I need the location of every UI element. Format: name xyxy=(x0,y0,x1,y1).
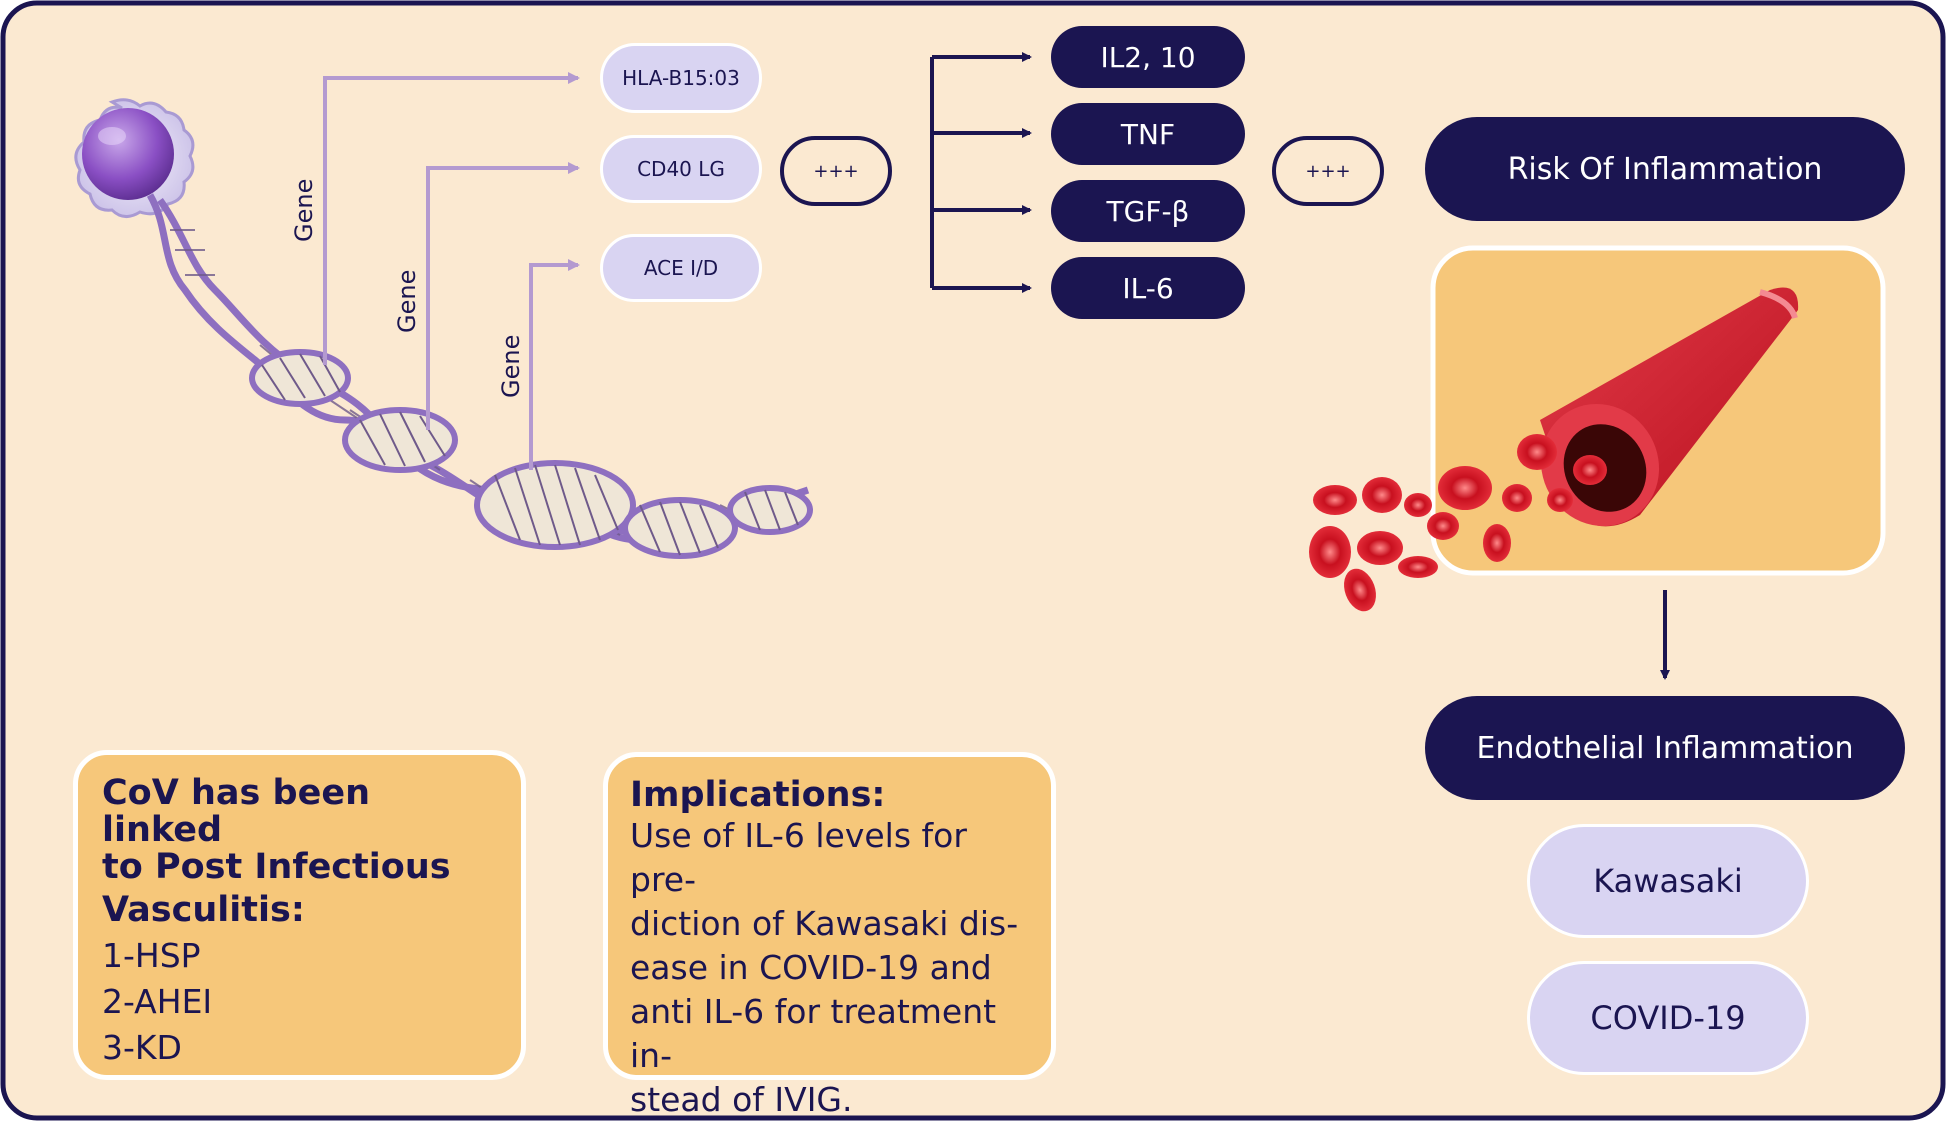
cytokine-pill-tgf-beta: TGF-β xyxy=(1051,180,1245,242)
disease-pill-covid19: COVID-19 xyxy=(1527,961,1809,1075)
vasculitis-heading-line3: Vasculitis: xyxy=(102,890,305,930)
red-blood-cells xyxy=(1309,434,1607,612)
gene-pill-hla-b15: HLA-B15:03 xyxy=(600,43,762,113)
implications-line-3: ease in COVID-19 and xyxy=(630,948,992,987)
implications-card: Implications: Use of IL-6 levels for pre… xyxy=(603,752,1056,1119)
gene-pill-ace: ACE I/D xyxy=(600,234,762,302)
cytokine-bracket xyxy=(930,52,1032,293)
implications-line-1: Use of IL-6 levels for pre- xyxy=(630,816,967,899)
gene-connectors xyxy=(323,72,580,470)
immune-cell-illustration xyxy=(74,98,195,218)
vasculitis-heading-line1: CoV has been linked xyxy=(102,773,371,850)
vasculitis-item-kd: 3-KD xyxy=(102,1028,182,1067)
risk-of-inflammation-pill: Risk Of Inflammation xyxy=(1425,117,1905,221)
vasculitis-heading-line2: to Post Infectious xyxy=(102,847,451,887)
implications-line-4: anti IL-6 for treatment in- xyxy=(630,992,997,1075)
implications-heading: Implications: xyxy=(630,775,886,815)
gene-pill-cd40lg: CD40 LG xyxy=(600,135,762,203)
vasculitis-item-hsp: 1-HSP xyxy=(102,936,201,975)
implications-line-5: stead of IVIG. xyxy=(630,1080,853,1119)
cytokine-pill-tnf: TNF xyxy=(1051,103,1245,165)
plus-pill-left: +++ xyxy=(780,136,892,206)
cytokine-pill-il2-10: IL2, 10 xyxy=(1051,26,1245,88)
implications-line-2: diction of Kawasaki dis- xyxy=(630,904,1019,943)
dna-helix-illustration xyxy=(146,193,813,559)
plus-pill-right: +++ xyxy=(1272,136,1384,206)
gene-label-3: Gene xyxy=(497,334,525,398)
vasculitis-card: CoV has been linked to Post Infectious V… xyxy=(73,750,526,1080)
gene-label-2: Gene xyxy=(393,269,421,333)
endothelial-inflammation-pill: Endothelial Inflammation xyxy=(1425,696,1905,800)
gene-label-1: Gene xyxy=(290,178,318,242)
vasculitis-item-ahei: 2-AHEI xyxy=(102,982,213,1021)
cytokine-pill-il6: IL-6 xyxy=(1051,257,1245,319)
disease-pill-kawasaki: Kawasaki xyxy=(1527,824,1809,938)
